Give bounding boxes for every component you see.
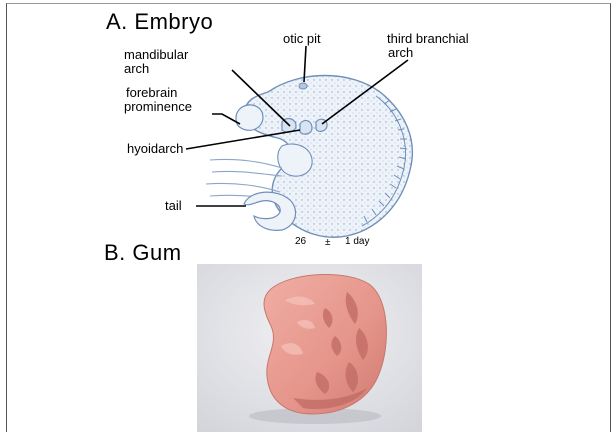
- hyoid-arch-shape: [300, 121, 312, 135]
- third-branchial-label-line2: arch: [388, 46, 413, 60]
- heart-bulge: [278, 144, 312, 176]
- gum-photo: [197, 264, 422, 432]
- tail-label: tail: [165, 199, 182, 213]
- mandibular-label-line1: mandibular: [124, 48, 188, 62]
- forebrain-label-line1: forebrain: [126, 86, 177, 100]
- otic-pit-shape: [299, 83, 307, 89]
- tail-shape: [244, 192, 296, 230]
- otic-pit-label: otic pit: [283, 32, 321, 46]
- age-caption-range: 1 day: [345, 236, 369, 247]
- forebrain-label-line2: prominence: [124, 100, 192, 114]
- third-branchial-label-line1: third branchial: [387, 32, 469, 46]
- forebrain-prominence-shape: [236, 105, 263, 130]
- age-caption-value: 26: [295, 236, 306, 247]
- mandibular-label-line2: arch: [124, 62, 149, 76]
- hyoidarch-label: hyoidarch: [127, 142, 183, 156]
- age-caption-plus-minus: ±: [325, 237, 331, 248]
